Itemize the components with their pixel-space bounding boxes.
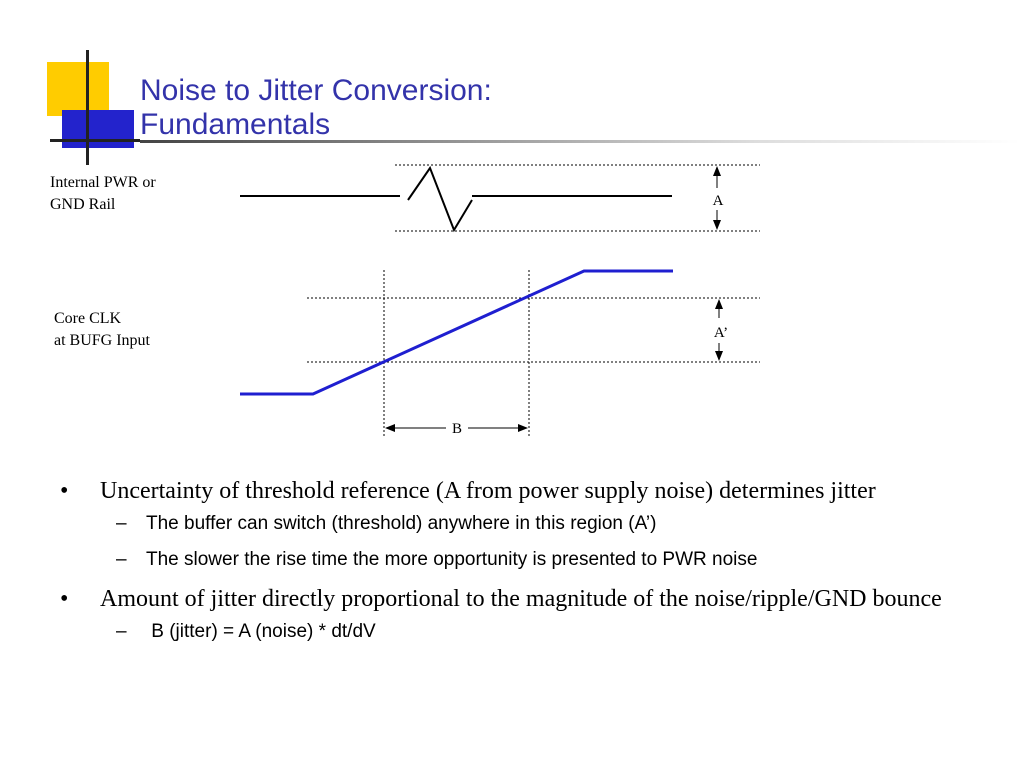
corner-square-yellow	[47, 62, 109, 116]
bullet-list: • Uncertainty of threshold reference (A …	[60, 476, 990, 656]
rail-noise-spike	[407, 165, 473, 233]
marker-b-label: B	[452, 421, 462, 437]
jitter-diagram: A A’ B	[240, 164, 760, 437]
bullet-dot: •	[60, 478, 69, 504]
corner-horizontal-line	[50, 139, 140, 142]
sub-bullet-2-1: – B (jitter) = A (noise) * dt/dV	[60, 620, 990, 644]
rail-label: Internal PWR or GND Rail	[50, 172, 156, 216]
rail-label-line-2: GND Rail	[50, 196, 116, 213]
title-underline	[140, 140, 1020, 143]
sub-bullet-1-2-text: The slower the rise time the more opport…	[146, 549, 758, 570]
clk-label-line-1: Core CLK	[54, 310, 122, 327]
sub-bullet-1-1-text: The buffer can switch (threshold) anywhe…	[146, 513, 657, 534]
corner-vertical-line	[86, 50, 89, 165]
sub-bullet-dash: –	[116, 621, 127, 642]
sub-bullet-dash: –	[116, 549, 127, 570]
marker-a-label: A	[713, 193, 724, 209]
bullet-2: • Amount of jitter directly proportional…	[60, 584, 990, 614]
slide-title: Noise to Jitter Conversion: Fundamentals	[140, 74, 940, 142]
bullet-dot: •	[60, 586, 69, 612]
bullet-2-text: Amount of jitter directly proportional t…	[100, 586, 942, 612]
clk-label-line-2: at BUFG Input	[54, 332, 150, 349]
sub-bullet-1-1: – The buffer can switch (threshold) anyw…	[60, 512, 990, 536]
bullet-1-text: Uncertainty of threshold reference (A fr…	[100, 478, 876, 504]
bullet-1: • Uncertainty of threshold reference (A …	[60, 476, 990, 506]
clk-label: Core CLK at BUFG Input	[54, 308, 150, 352]
sub-bullet-dash: –	[116, 513, 127, 534]
rail-label-line-1: Internal PWR or	[50, 174, 156, 191]
clock-trace	[240, 269, 673, 396]
sub-bullet-1-2: – The slower the rise time the more oppo…	[60, 548, 990, 572]
sub-bullet-2-1-text: B (jitter) = A (noise) * dt/dV	[146, 621, 376, 642]
marker-a-prime-label: A’	[714, 325, 728, 341]
title-line-1: Noise to Jitter Conversion:	[140, 74, 492, 107]
title-line-2: Fundamentals	[140, 108, 331, 141]
